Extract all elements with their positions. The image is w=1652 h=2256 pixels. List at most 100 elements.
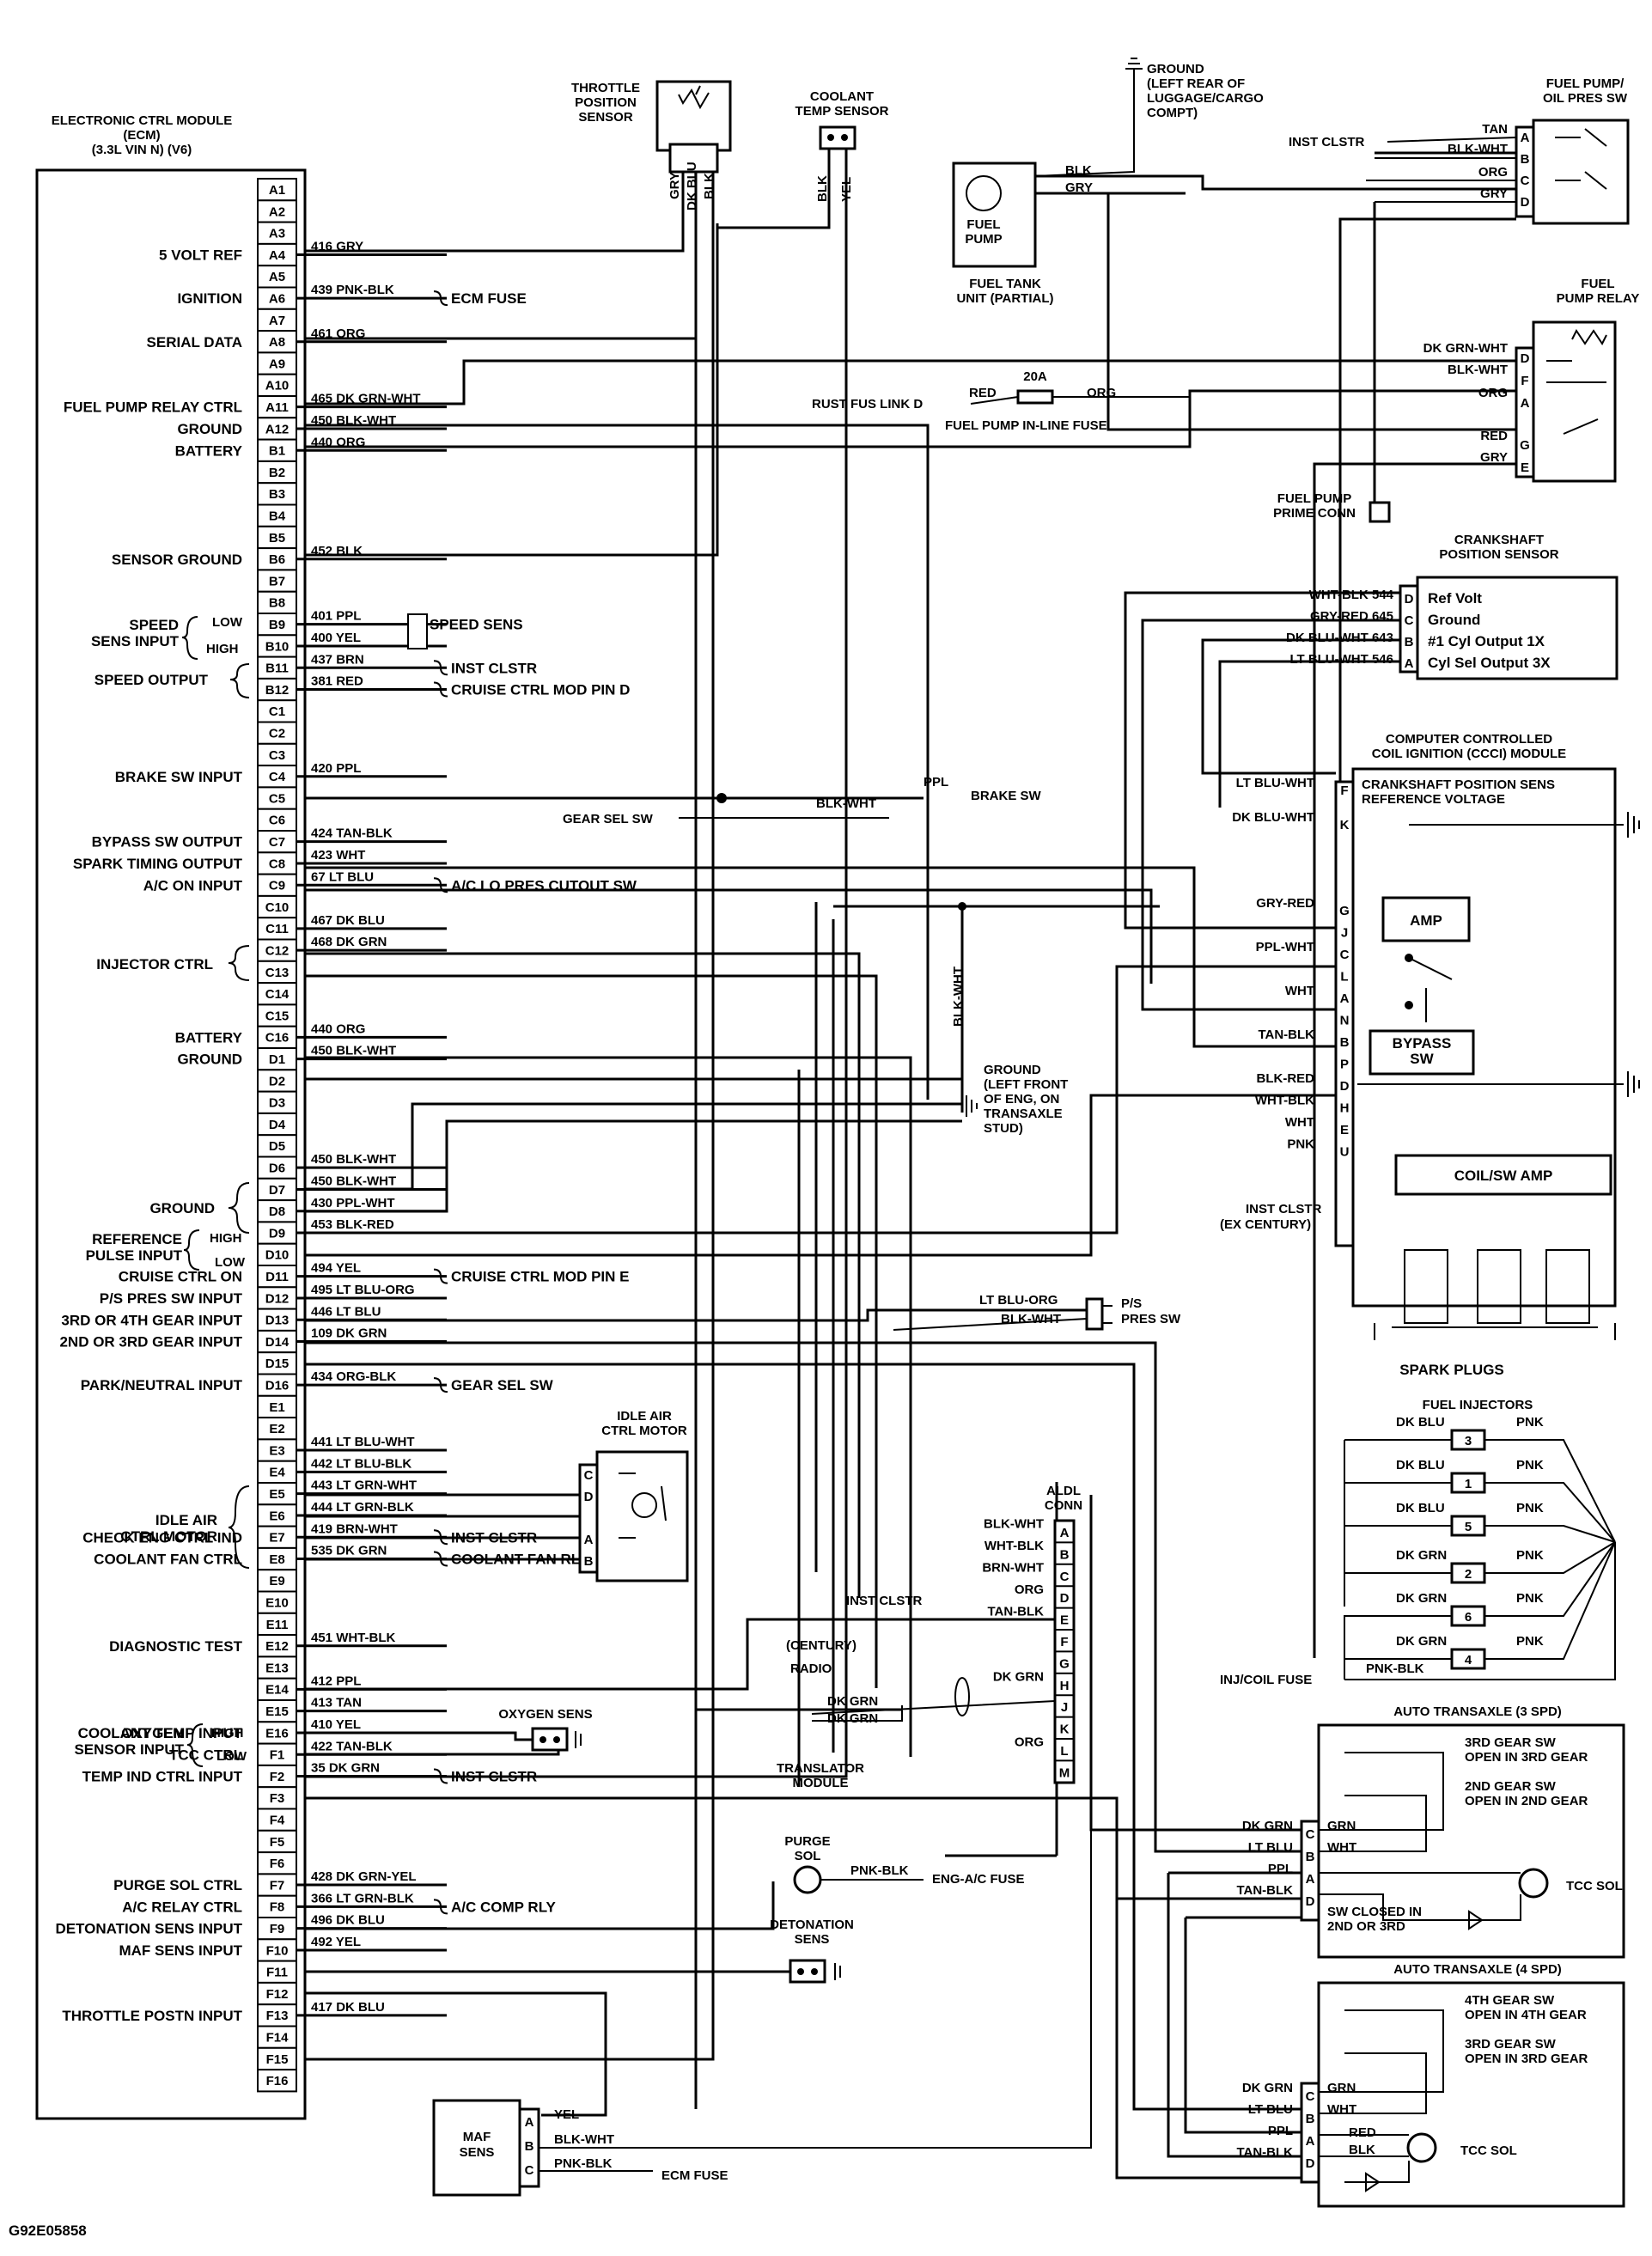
injector-right-1: PNK [1516,1458,1544,1472]
ecm-pin-cell [257,960,297,985]
fuse-link-org: ORG [1087,386,1116,400]
ecm-title-line-3: (3.3L VIN N) (V6) [92,143,192,157]
ecm-pin-d5: D5 [269,1139,285,1154]
ccci-title-1: COMPUTER CONTROLLED [1386,732,1552,747]
crank-title-2: POSITION SENSOR [1439,547,1558,562]
ecm-pin-a3: A3 [269,227,285,241]
trans4-wire-tanblk: TAN-BLK [1236,2145,1293,2160]
aldl-pin-m: M [1059,1765,1070,1780]
ecm-pin-b11: B11 [265,662,289,676]
ecm-wire-e5: 443 LT GRN-WHT [311,1479,417,1493]
ecm-pin-cell [257,1786,297,1810]
purge-title-2: SOL [795,1849,821,1863]
ecm-pin-d2: D2 [269,1074,285,1088]
ecm-pin-d8: D8 [269,1204,285,1219]
destination-arrow [433,1899,448,1915]
ecm-pin-a12: A12 [265,422,290,436]
oil-sw-wire-org: ORG [1478,165,1508,180]
ecm-destination-f8: A/C COMP RLY [451,1899,557,1915]
group-oxygen-line-1: OXYGEN [121,1725,184,1741]
throttle-position-sensor: THROTTLE POSITION SENSOR GRY DK BLU BLK [571,80,732,210]
ecm-function-c9: A/C ON INPUT [143,877,243,893]
crank-function-2: #1 Cyl Output 1X [1428,633,1545,649]
maf-pin-c: C [525,2163,534,2178]
ecm-pin-a1: A1 [269,183,285,198]
group-injector-ctrl-text: INJECTOR CTRL [96,956,213,973]
ecm-pin-f3: F3 [270,1791,285,1806]
ccci-inst-1: INST CLSTR [1246,1202,1321,1216]
ecm-pin-e13: E13 [265,1661,289,1675]
maf-sensor: MAF SENS A B C YEL BLK-WHT PNK-BLK ECM F… [432,1718,1092,2197]
ecm-function-a12: GROUND [177,421,242,437]
ecm-pin-d11: D11 [265,1270,289,1284]
ecm-function-b1: BATTERY [175,442,243,459]
ecm-destination-a6: ECM FUSE [451,290,527,307]
figure-id: G92E05858 [9,2222,87,2239]
ecm-pin-d9: D9 [269,1226,285,1241]
injectors-title: FUEL INJECTORS [1423,1398,1533,1412]
fuel-tank-title-2: UNIT (PARTIAL) [956,291,1053,306]
ecm-wire-f8: 366 LT GRN-BLK [311,1891,414,1905]
injector-left-4: DK GRN [1396,1634,1447,1649]
ecm-function-f7: PURGE SOL CTRL [113,1877,242,1893]
idle-air-ctrl-motor: IDLE AIR CTRL MOTOR C D A B [578,1409,689,1582]
fuse-inline-label: FUEL PUMP IN-LINE FUSE [945,418,1107,433]
trans4-sw2-2: OPEN IN 3RD GEAR [1465,2052,1588,2066]
ecm-pin-cell [257,1873,297,1897]
ecm-wire-d7: 450 BLK-WHT [311,1174,396,1188]
ecm-wire-b10: 400 YEL [311,631,361,645]
ecm-pin-b9: B9 [269,618,285,632]
ecm-pin-f4: F4 [270,1814,285,1828]
detonation-sensor: DETONATION SENS [770,1918,854,1984]
ecm-group-speed-output: SPEED OUTPUT [94,663,250,698]
ecm-wire-c8: 423 WHT [311,848,365,863]
ecm-pin-c9: C9 [269,879,285,893]
ccci-pin-j: J [1341,926,1348,941]
ecm-wire-f13: 417 DK BLU [311,2000,385,2015]
crank-wire-0: WHT-BLK 544 [1309,588,1394,602]
aldl-pin-j: J [1061,1700,1068,1715]
ccci-pin-f: F [1340,784,1348,798]
ecm-pin-cell [257,373,297,398]
ecm-pin-f10: F10 [266,1943,289,1958]
ecm-pin-a8: A8 [269,335,285,350]
ecm-wire-f10: 492 YEL [311,1935,361,1949]
ecm-pin-cell [257,1155,297,1180]
maf-title-2: SENS [460,2145,495,2160]
group-reference-high: HIGH [210,1231,242,1246]
ecm-pin-cell [257,1677,297,1701]
trans3-sw1-1: 3RD GEAR SW [1465,1735,1557,1750]
ccci-bypass-1: BYPASS [1393,1035,1452,1052]
fuel-tank-unit: FUEL PUMP FUEL TANK UNIT (PARTIAL) BLK G… [952,162,1093,306]
trans3-sw1-2: OPEN IN 3RD GEAR [1465,1750,1588,1765]
group-ground-text: GROUND [149,1200,215,1216]
injector-num-5: 5 [1465,1520,1472,1534]
ecm-wire-d11: 494 YEL [311,1261,361,1276]
ccci-wire-h: WHT-BLK [1255,1094,1314,1108]
ecm-pin-e12: E12 [265,1639,289,1654]
iac-title-2: CTRL MOTOR [601,1424,687,1438]
ecm-function-f8: A/C RELAY CTRL [122,1899,242,1915]
brake-switch: PPL BRAKE SW BLK-WHT GEAR SEL SW [563,775,1042,826]
ecm-pin-cell [257,699,297,723]
tps-title-1: THROTTLE [571,81,640,95]
ecm-wire-c9: 67 LT BLU [311,869,374,884]
trans3-pin-b: B [1306,1850,1315,1864]
fuel-tank-wire-gry: GRY [1065,180,1093,195]
ecm-pin-cell [257,590,297,615]
trans3-closed-1: SW CLOSED IN [1327,1905,1422,1919]
maf-wire-blkwht: BLK-WHT [554,2132,614,2147]
ccci-wire-c: PPL-WHT [1256,940,1314,954]
ecm-pin-d4: D4 [269,1118,286,1132]
trans3-wire-tanblk: TAN-BLK [1236,1883,1293,1898]
group-speed-sens-high: HIGH [206,642,239,656]
ground-front-1: GROUND [984,1063,1041,1077]
ecm-function-f9: DETONATION SENS INPUT [55,1921,242,1937]
fuel-tank-title-1: FUEL TANK [969,277,1041,291]
ecm-group-speed-sens: SPEED SENS INPUT LOW HIGH [91,615,243,660]
ecm-pin-cell [257,1003,297,1027]
maf-title-1: MAF [463,2130,491,2144]
group-reference-low: LOW [215,1255,246,1270]
ground-rear-line-2: (LEFT REAR OF [1147,76,1245,91]
aldl-pin-e: E [1060,1613,1069,1628]
